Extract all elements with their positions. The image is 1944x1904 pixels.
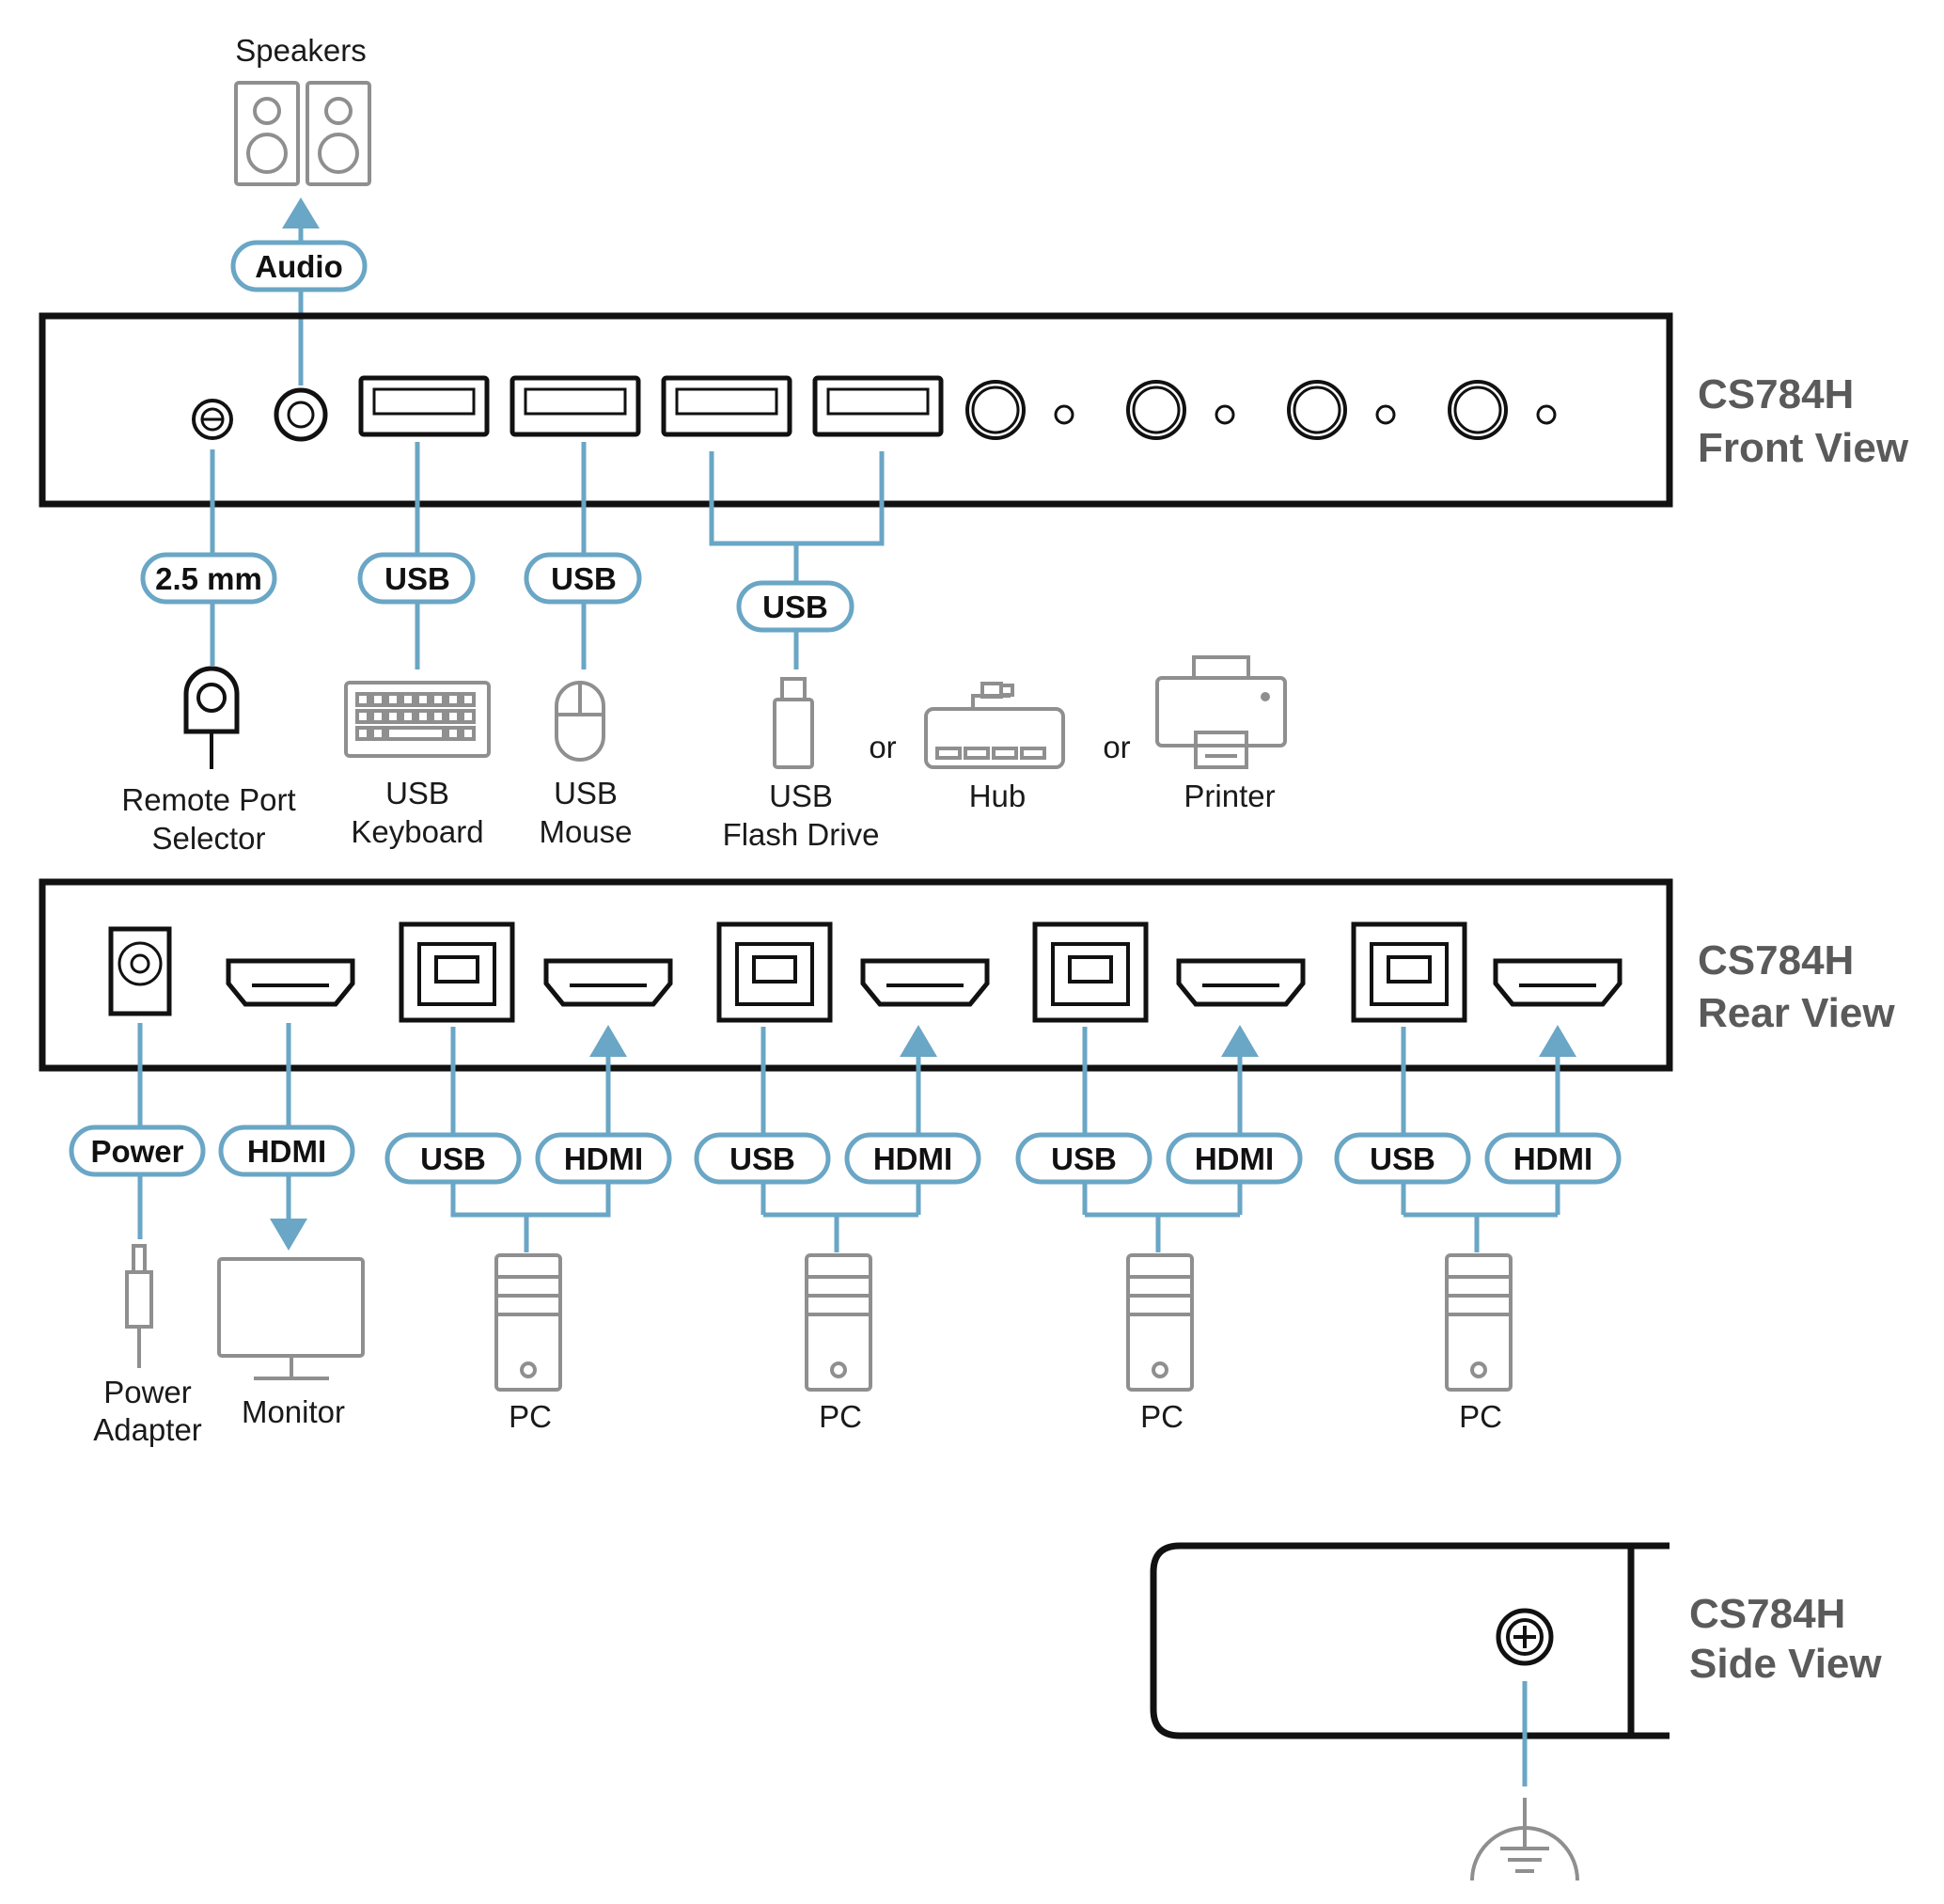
pc-label-3: PC — [1140, 1399, 1184, 1434]
front-view: Speakers Audio — [39, 33, 1909, 856]
remote-selector-icon — [183, 666, 240, 769]
usb-port-3 — [661, 375, 792, 437]
power-adapter-icon — [125, 1244, 153, 1368]
rear-view-title-line2: Rear View — [1698, 990, 1895, 1036]
console-ports-4 — [1351, 921, 1623, 1023]
front-view-title-line2: Front View — [1698, 425, 1909, 471]
remote-pill-label: 2.5 mm — [155, 561, 262, 596]
pc1-usb-pill-label: USB — [420, 1141, 486, 1176]
speakers-label: Speakers — [235, 33, 366, 68]
front-view-title-line1: CS784H — [1698, 371, 1854, 417]
pc-connection-4: USB HDMI — [1334, 1025, 1622, 1252]
hdmi-out-port — [226, 958, 355, 1007]
port-button-1 — [965, 380, 1074, 440]
printer-label: Printer — [1184, 779, 1275, 813]
port-button-3 — [1287, 380, 1396, 440]
audio-jack — [274, 387, 328, 442]
ground-screw-icon — [1496, 1608, 1554, 1666]
pc-icon-4 — [1445, 1253, 1513, 1392]
power-adapter-label-2: Adapter — [93, 1412, 202, 1447]
audio-pill — [230, 240, 368, 292]
pc-icon-3 — [1126, 1253, 1194, 1392]
pc2-hdmi-pill-label: HDMI — [873, 1141, 952, 1176]
pc-label-1: PC — [509, 1399, 552, 1434]
pc-label-4: PC — [1459, 1399, 1502, 1434]
keyboard-label-1: USB — [385, 776, 449, 810]
pc4-hdmi-pill-label: HDMI — [1513, 1141, 1592, 1176]
usb-other-connection: USB — [709, 451, 885, 669]
flash-drive-icon — [773, 677, 814, 769]
remote-selector-label-2: Selector — [151, 821, 265, 856]
usb-port-1 — [358, 375, 490, 437]
keyboard-connection: USB — [357, 442, 476, 669]
rear-panel — [39, 878, 1673, 1072]
remote-selector-label-1: Remote Port — [121, 782, 295, 817]
pc-connection-3: USB HDMI — [1015, 1025, 1303, 1252]
pc-connection-2: USB HDMI — [694, 1025, 981, 1252]
console-ports-1 — [399, 921, 673, 1023]
flash-drive-label-2: Flash Drive — [723, 817, 880, 852]
rear-view-title-line1: CS784H — [1698, 937, 1854, 983]
audio-connection: Audio — [230, 197, 368, 386]
remote-port-jack — [192, 399, 233, 440]
rear-view: CS784H Rear View Power Power Adapter HDM… — [39, 878, 1895, 1447]
pc1-hdmi-pill-label: HDMI — [564, 1141, 643, 1176]
pc-icon-1 — [494, 1253, 562, 1392]
mouse-label-2: Mouse — [539, 814, 632, 849]
keyboard-pill-label: USB — [384, 561, 450, 596]
flash-drive-label-1: USB — [769, 779, 833, 813]
pc-icon-2 — [805, 1253, 872, 1392]
port-button-2 — [1126, 380, 1235, 440]
or-text-2: or — [1103, 730, 1130, 764]
pc-connection-1: USB HDMI — [384, 1025, 672, 1252]
side-view: CS784H Side View — [1150, 1542, 1882, 1881]
side-view-title-line2: Side View — [1689, 1641, 1882, 1687]
monitor-icon — [217, 1257, 365, 1380]
mouse-pill-label: USB — [551, 561, 617, 596]
console-ports-3 — [1032, 921, 1306, 1023]
hub-icon — [924, 682, 1065, 769]
usb-port-2 — [510, 375, 641, 437]
pc4-usb-pill-label: USB — [1370, 1141, 1435, 1176]
power-pill-label: Power — [90, 1134, 183, 1169]
keyboard-icon — [344, 681, 491, 758]
audio-pill-label: Audio — [255, 249, 342, 284]
mouse-connection: USB — [524, 442, 642, 669]
pc3-hdmi-pill-label: HDMI — [1195, 1141, 1274, 1176]
usb-port-4 — [812, 375, 944, 437]
hdmi-out-pill-label: HDMI — [247, 1134, 326, 1169]
remote-connection: 2.5 mm — [140, 449, 277, 666]
power-jack — [108, 926, 172, 1016]
or-text-1: or — [869, 730, 896, 764]
mouse-icon — [555, 681, 605, 762]
usb-other-pill-label: USB — [762, 590, 828, 624]
pc-label-2: PC — [819, 1399, 862, 1434]
front-panel — [39, 312, 1673, 508]
keyboard-label-2: Keyboard — [351, 814, 483, 849]
speakers-icon — [234, 81, 371, 186]
power-adapter-label-1: Power — [103, 1375, 192, 1409]
monitor-connection: HDMI — [218, 1023, 355, 1251]
hub-label: Hub — [969, 779, 1027, 813]
ground-icon — [1470, 1798, 1579, 1881]
port-button-4 — [1448, 380, 1557, 440]
side-view-title-line1: CS784H — [1689, 1591, 1845, 1637]
printer-icon — [1155, 655, 1287, 769]
pc3-usb-pill-label: USB — [1051, 1141, 1117, 1176]
power-connection: Power — [69, 1023, 206, 1239]
pc2-usb-pill-label: USB — [729, 1141, 795, 1176]
monitor-label: Monitor — [242, 1394, 345, 1429]
mouse-label-1: USB — [554, 776, 618, 810]
console-ports-2 — [716, 921, 990, 1023]
